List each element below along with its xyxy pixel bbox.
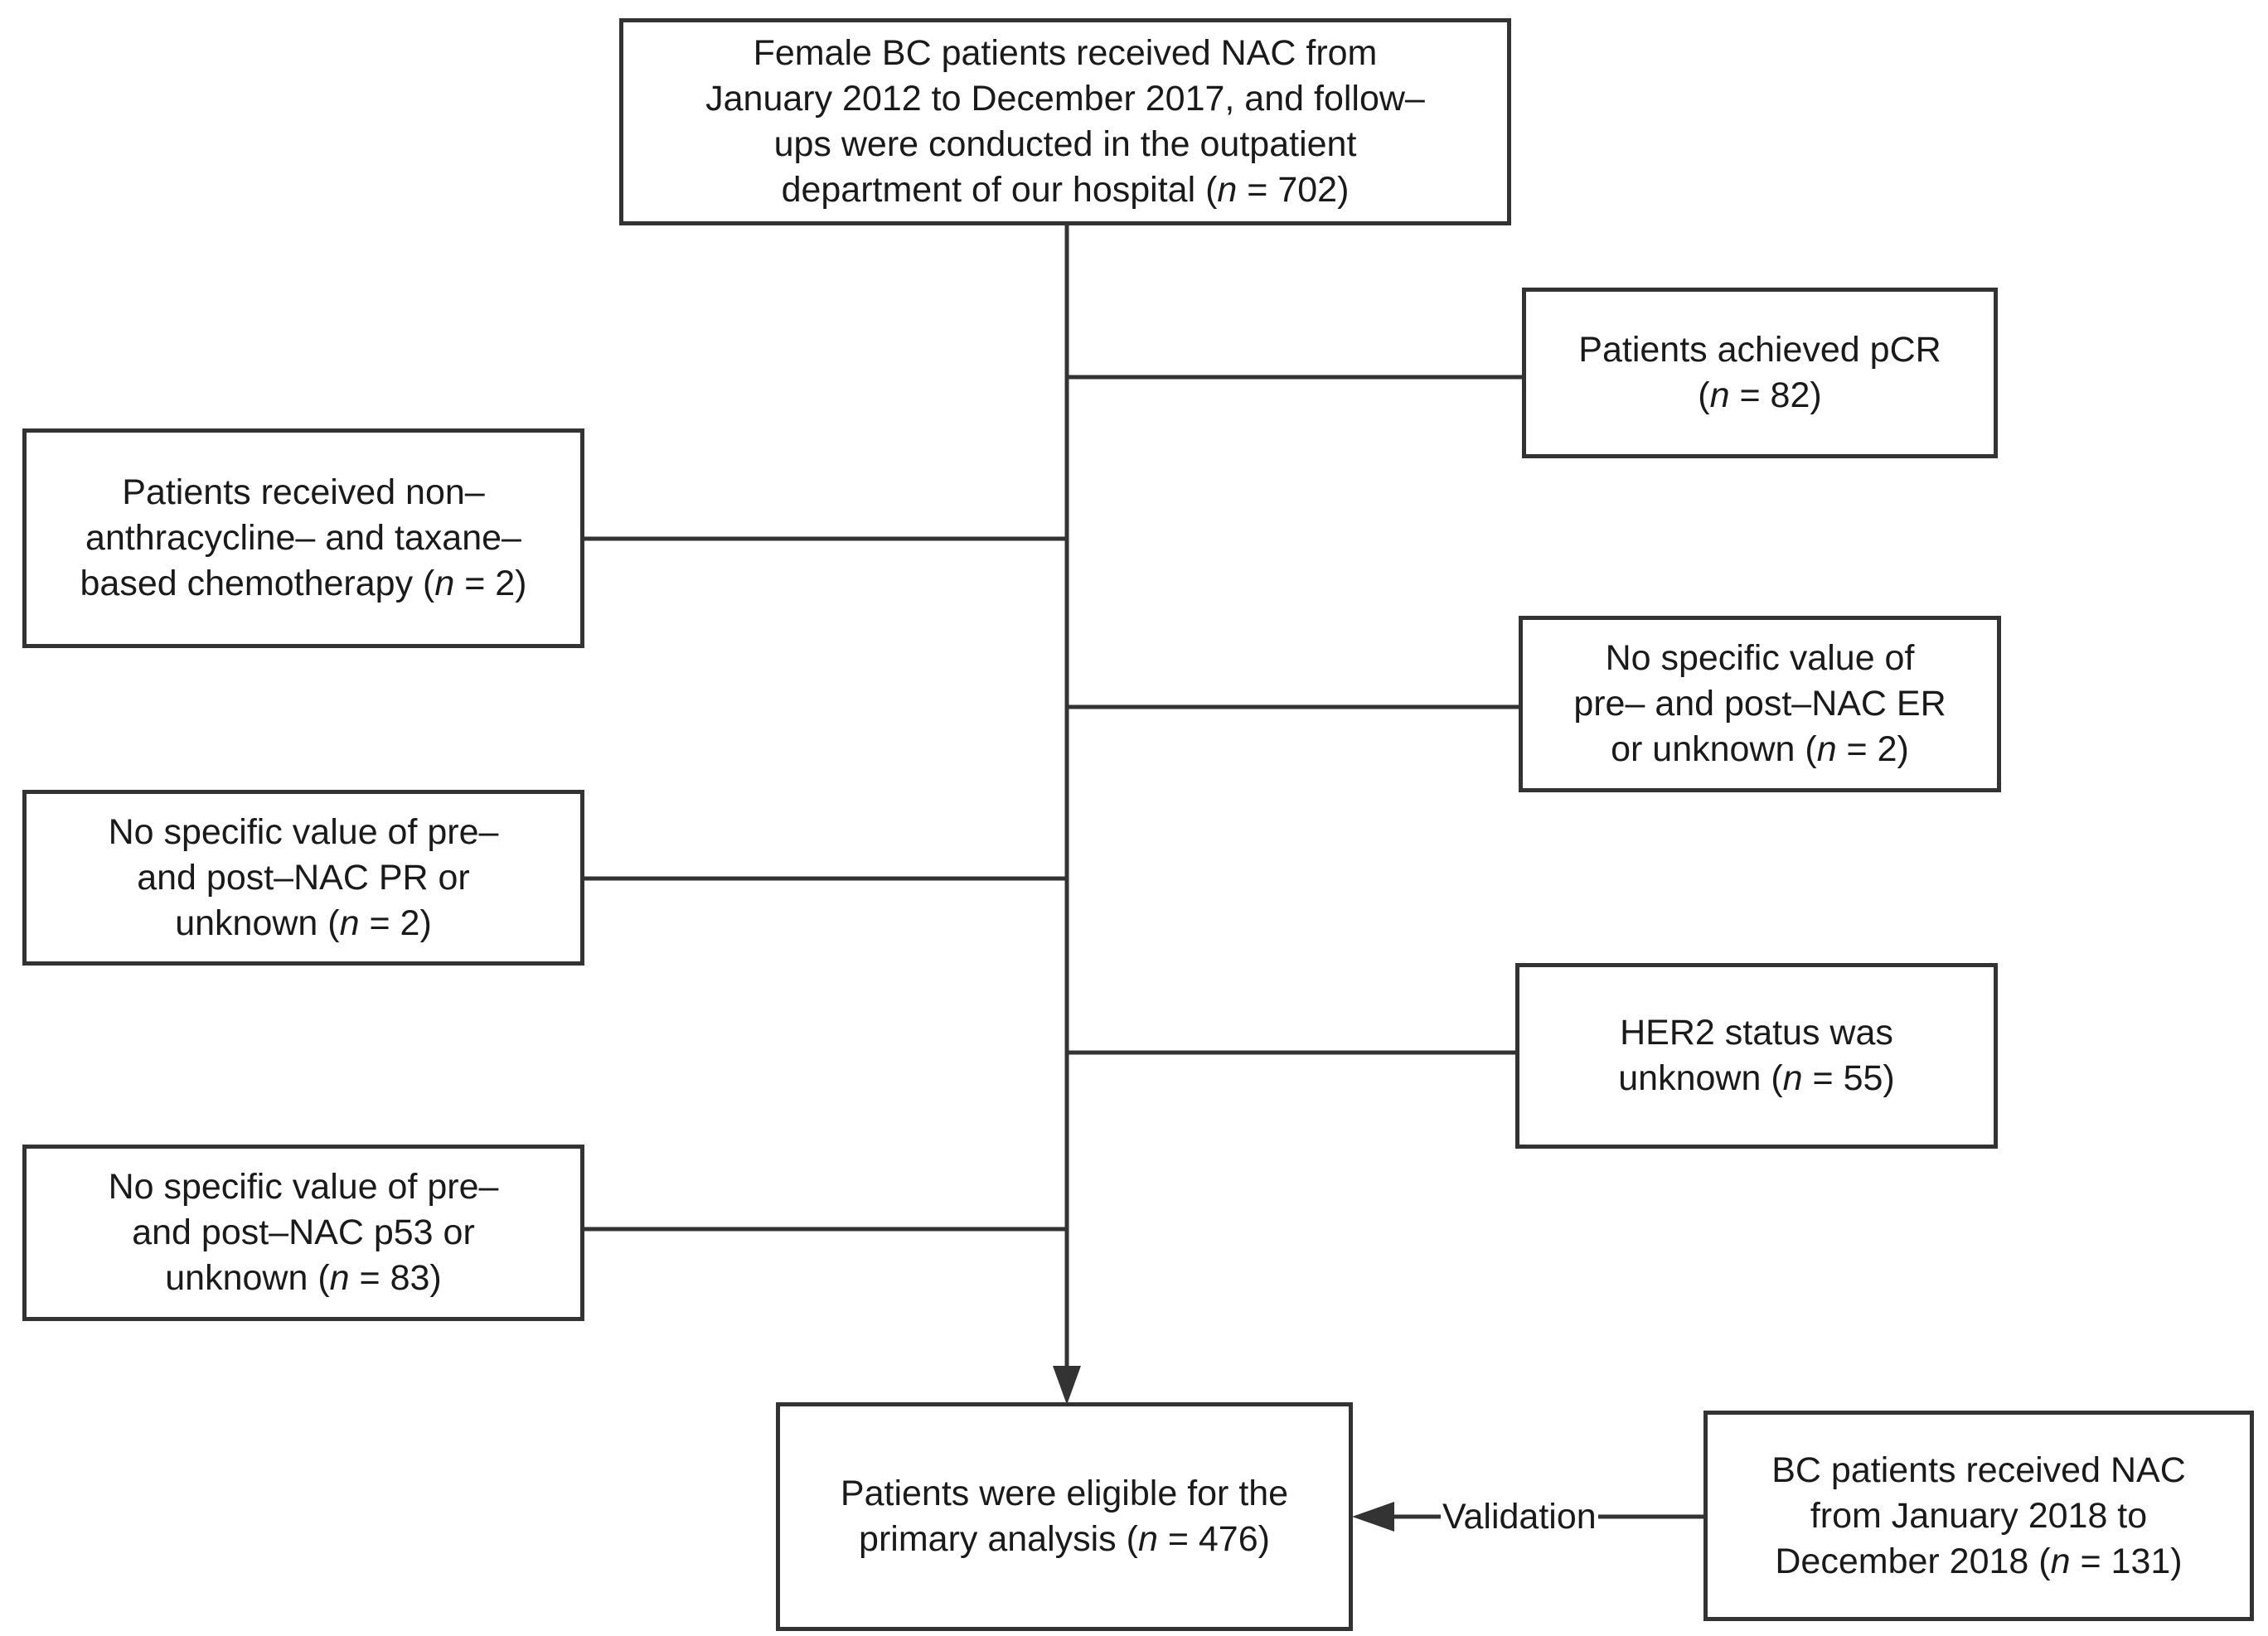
p53-box-line-2: and post–NAC p53 or (132, 1212, 475, 1252)
er-box: No specific value of pre– and post–NAC E… (1519, 616, 2001, 792)
er-box-line-3-suffix: = 2) (1836, 729, 1909, 769)
pr-box-n-variable: n (339, 903, 360, 943)
pr-box-line-2: and post–NAC PR or (137, 857, 470, 898)
pcr-box-line-2-prefix: ( (1698, 375, 1710, 415)
er-box-line-2: pre– and post–NAC ER (1573, 684, 1946, 724)
top-box-line-4-prefix: department of our hospital ( (781, 170, 1218, 210)
eligible-box: Patients were eligible for the primary a… (776, 1402, 1353, 1631)
pcr-box-n-variable: n (1709, 375, 1730, 415)
non-anthracycline-line-3: based chemotherapy (n = 2) (80, 561, 526, 607)
pcr-box-line-2: (n = 82) (1578, 373, 1941, 419)
top-box-line-2: January 2012 to December 2017, and follo… (705, 79, 1425, 119)
eligible-box-text: Patients were eligible for the primary a… (841, 1471, 1288, 1562)
her2-box-text: HER2 status was unknown (n = 55) (1618, 1010, 1894, 1101)
eligible-box-line-2-suffix: = 476) (1157, 1519, 1270, 1559)
p53-box-line-3-prefix: unknown ( (165, 1258, 330, 1298)
validation-cohort-line-3-prefix: December 2018 ( (1775, 1541, 2051, 1581)
her2-box: HER2 status was unknown (n = 55) (1515, 963, 1998, 1149)
validation-cohort-box: BC patients received NAC from January 20… (1703, 1411, 2254, 1621)
p53-box-line-3: unknown (n = 83) (109, 1256, 499, 1301)
er-box-line-3-prefix: or unknown ( (1611, 729, 1817, 769)
pcr-box-line-1: Patients achieved pCR (1578, 330, 1941, 370)
pr-box-text: No specific value of pre– and post–NAC P… (109, 810, 499, 946)
er-box-line-3: or unknown (n = 2) (1573, 727, 1946, 772)
p53-box-line-1: No specific value of pre– (108, 1167, 499, 1207)
p53-box: No specific value of pre– and post–NAC p… (22, 1145, 584, 1321)
pcr-box: Patients achieved pCR (n = 82) (1522, 288, 1998, 458)
er-box-text: No specific value of pre– and post–NAC E… (1573, 636, 1946, 772)
p53-box-line-3-suffix: = 83) (349, 1258, 442, 1298)
top-box-line-3: ups were conducted in the outpatient (773, 124, 1357, 164)
p53-box-n-variable: n (329, 1258, 350, 1298)
p53-box-text: No specific value of pre– and post–NAC p… (109, 1164, 499, 1301)
validation-cohort-line-2: from January 2018 to (1810, 1495, 2148, 1536)
top-box-n-variable: n (1217, 170, 1238, 210)
non-anthracycline-box: Patients received non– anthracycline– an… (22, 428, 584, 648)
pr-box: No specific value of pre– and post–NAC P… (22, 790, 584, 966)
validation-cohort-line-3: December 2018 (n = 131) (1771, 1539, 2186, 1585)
validation-edge-label: Validation (1441, 1494, 1598, 1540)
non-anthracycline-line-2: anthracycline– and taxane– (85, 518, 521, 558)
arrowhead-down (1053, 1366, 1081, 1405)
her2-box-line-2-suffix: = 55) (1802, 1058, 1895, 1098)
validation-cohort-line-1: BC patients received NAC (1771, 1450, 2186, 1490)
her2-box-line-2-prefix: unknown ( (1618, 1058, 1783, 1098)
pr-box-line-3-suffix: = 2) (359, 903, 432, 943)
validation-cohort-n-variable: n (2050, 1541, 2071, 1581)
non-anthracycline-box-text: Patients received non– anthracycline– an… (80, 470, 526, 607)
validation-cohort-line-3-suffix: = 131) (2070, 1541, 2183, 1581)
eligible-box-n-variable: n (1137, 1519, 1158, 1559)
eligible-box-line-2: primary analysis (n = 476) (841, 1517, 1288, 1562)
top-box-line-4-suffix: = 702) (1237, 170, 1350, 210)
arrowhead-left (1352, 1502, 1394, 1532)
top-box-text: Female BC patients received NAC from Jan… (705, 31, 1425, 213)
eligible-box-line-2-prefix: primary analysis ( (859, 1519, 1138, 1559)
top-box-line-4: department of our hospital (n = 702) (705, 167, 1425, 213)
validation-cohort-box-text: BC patients received NAC from January 20… (1771, 1448, 2186, 1585)
pcr-box-line-2-suffix: = 82) (1729, 375, 1822, 415)
her2-box-line-1: HER2 status was (1620, 1013, 1893, 1053)
pr-box-line-3-prefix: unknown ( (175, 903, 340, 943)
pr-box-line-3: unknown (n = 2) (109, 901, 499, 946)
non-anthracycline-line-3-suffix: = 2) (454, 564, 527, 603)
non-anthracycline-n-variable: n (434, 564, 455, 603)
non-anthracycline-line-1: Patients received non– (122, 472, 485, 512)
pcr-box-text: Patients achieved pCR (n = 82) (1578, 327, 1941, 419)
er-box-line-1: No specific value of (1605, 638, 1915, 678)
eligible-box-line-1: Patients were eligible for the (840, 1474, 1289, 1513)
her2-box-line-2: unknown (n = 55) (1618, 1056, 1894, 1101)
non-anthracycline-line-3-prefix: based chemotherapy ( (80, 564, 435, 603)
top-box-initial-cohort: Female BC patients received NAC from Jan… (619, 18, 1511, 225)
top-box-line-1: Female BC patients received NAC from (753, 33, 1378, 73)
her2-box-n-variable: n (1782, 1058, 1803, 1098)
er-box-n-variable: n (1816, 729, 1837, 769)
pr-box-line-1: No specific value of pre– (108, 811, 499, 852)
